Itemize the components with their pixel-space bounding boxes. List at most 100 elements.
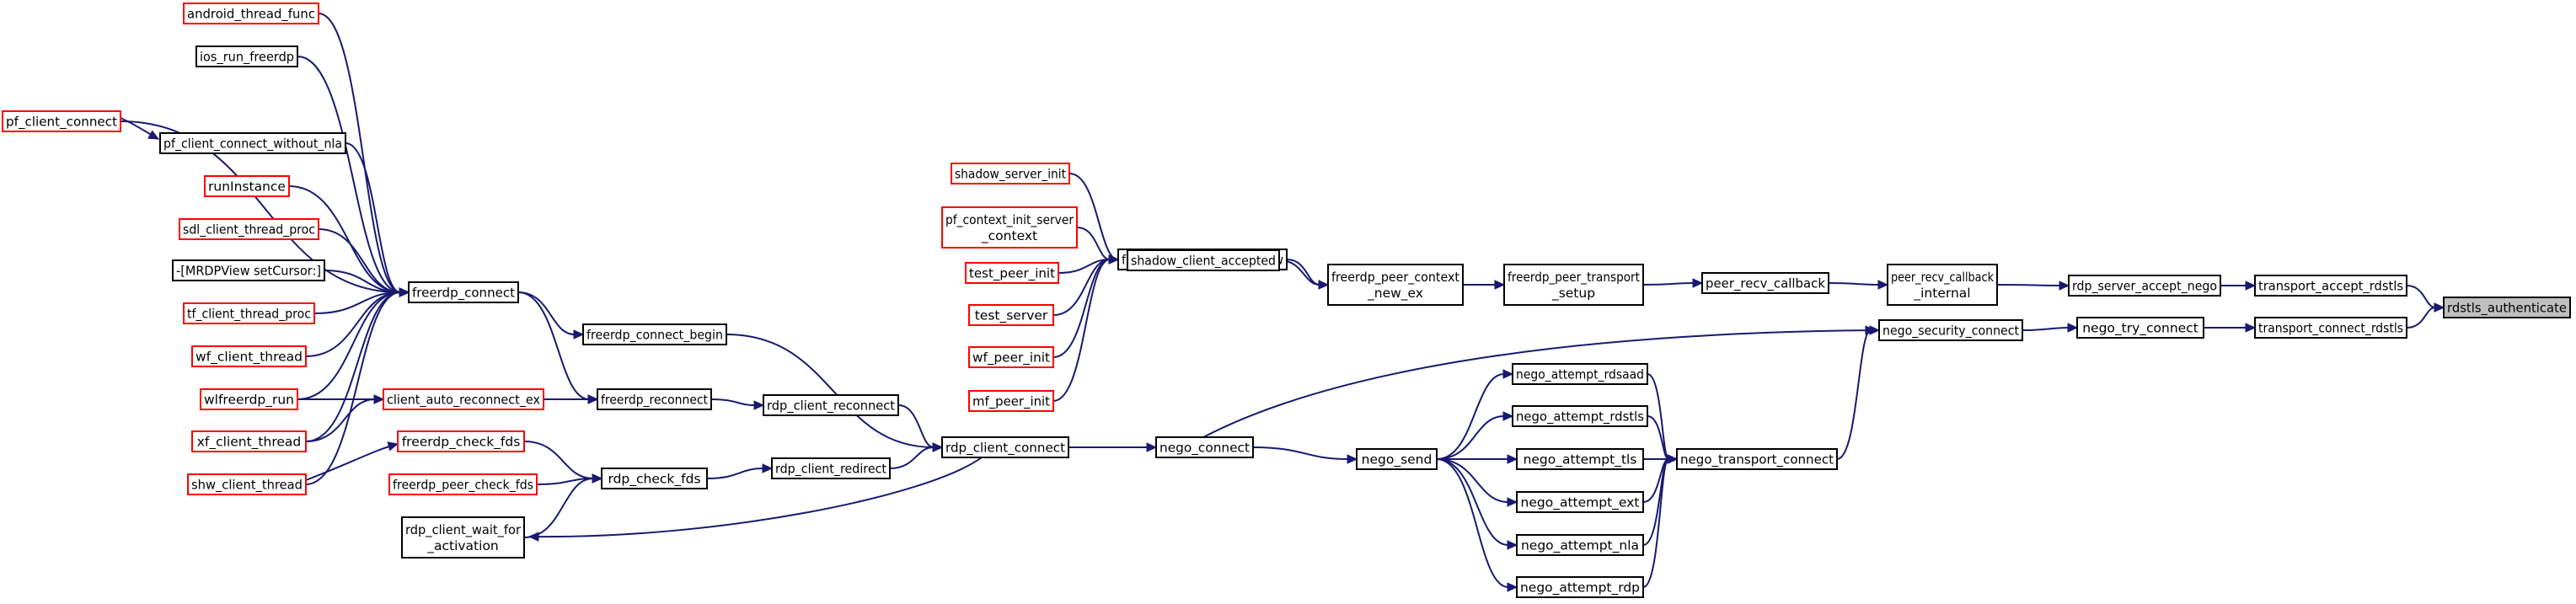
arrowhead [2434, 302, 2445, 313]
node-rdp-server-accept-nego[interactable]: rdp_server_accept_nego [2068, 275, 2221, 297]
node-box [1155, 436, 1254, 458]
node-box [1512, 405, 1648, 427]
node-box [582, 323, 727, 345]
node-box [1356, 448, 1438, 470]
node-freerdp-reconnect[interactable]: freerdp_reconnect [597, 388, 712, 410]
edge-nego_try_connect-to-transport_connect_rdstls [2204, 323, 2257, 333]
arrowhead [1502, 411, 1514, 421]
node-box [172, 259, 325, 281]
node-rdp-check-fds[interactable]: rdp_check_fds [601, 468, 708, 489]
node-label: nego_attempt_nla [1521, 538, 1639, 554]
node-freerdp-connect[interactable]: freerdp_connect [408, 281, 519, 303]
edge-nego_send-to-nego_attempt_nla [1436, 458, 1518, 550]
node-rdp-client-redirect[interactable]: rdp_client_redirect [771, 457, 891, 479]
node-label: _context [981, 228, 1037, 244]
node-mf-peer-init[interactable]: mf_peer_init [968, 390, 1054, 412]
arrowhead [1507, 582, 1518, 592]
node-box [2, 110, 121, 132]
node-runinstance[interactable]: runInstance [204, 175, 290, 197]
node-label: transport_connect_rdstls [2258, 321, 2403, 337]
edge-nego_security_connect-to-nego_try_connect [2022, 323, 2079, 333]
node-client-auto-reconnect-ex[interactable]: client_auto_reconnect_ex [383, 388, 544, 410]
edge-nego_attempt_rdp-to-nego_transport_connect [1642, 454, 1679, 588]
node-shadow-client-accepted[interactable]: shadow_client_accepted [1127, 249, 1280, 271]
node-label: mf_peer_init [972, 394, 1050, 410]
node-freerdp-peer-check-fds[interactable]: freerdp_peer_check_fds [388, 473, 538, 495]
node-shw-client-thread[interactable]: shw_client_thread [187, 473, 307, 495]
node-box [763, 394, 899, 416]
node-wf-client-thread[interactable]: wf_client_thread [191, 345, 307, 367]
node-label: test_server [975, 308, 1048, 324]
arrowhead [573, 329, 585, 339]
node-transport-connect-rdstls[interactable]: transport_connect_rdstls [2254, 317, 2407, 339]
node-nego-attempt-rdp[interactable]: nego_attempt_rdp [1516, 576, 1644, 598]
node-pf-client-connect-without-nla[interactable]: pf_client_connect_without_nla [159, 132, 346, 154]
node-label: freerdp_connect [412, 286, 515, 302]
node-sdl-client-thread-proc[interactable]: sdl_client_thread_proc [179, 218, 319, 240]
arrowhead [147, 130, 160, 140]
node-nego-attempt-ext[interactable]: nego_attempt_ext [1516, 491, 1644, 513]
node-transport-accept-rdstls[interactable]: transport_accept_rdstls [2254, 275, 2407, 297]
node-tf-client-thread-proc[interactable]: tf_client_thread_proc [183, 302, 315, 324]
node-nego-try-connect[interactable]: nego_try_connect [2076, 317, 2204, 339]
node-label: pf_client_connect [6, 115, 117, 131]
node-nego-attempt-nla[interactable]: nego_attempt_nla [1516, 534, 1644, 556]
node-label: nego_attempt_rdstls [1516, 409, 1644, 425]
node-peer-recv-callback-internal[interactable]: peer_recv_callback_internal [1887, 264, 1998, 306]
node-rdp-client-wait-for-activation[interactable]: rdp_client_wait_for_activation [401, 516, 525, 559]
node-pf-client-connect[interactable]: pf_client_connect [2, 110, 121, 132]
node-label: _setup [1551, 286, 1595, 302]
node-freerdp-peer-transport-setup[interactable]: freerdp_peer_transport_setup [1503, 264, 1644, 306]
arrowhead [753, 400, 765, 410]
edge-nego_send-to-nego_attempt_rdsaad [1436, 369, 1514, 460]
arrowhead [399, 287, 410, 297]
arrowhead [2067, 323, 2079, 333]
node-rdp-client-reconnect[interactable]: rdp_client_reconnect [763, 394, 899, 416]
node-label: nego_security_connect [1882, 323, 2019, 339]
node-wlfreerdp-run[interactable]: wlfreerdp_run [200, 388, 298, 410]
edge-nego_send-to-nego_attempt_ext [1436, 458, 1518, 507]
node-box [179, 218, 319, 240]
node-nego-connect[interactable]: nego_connect [1155, 436, 1254, 458]
node-nego-send[interactable]: nego_send [1356, 448, 1438, 470]
edge-transport_connect_rdstls-to-rdstls_authenticate [2406, 302, 2445, 329]
node-android-thread-func[interactable]: android_thread_func [183, 3, 319, 24]
node-test-peer-init[interactable]: test_peer_init [965, 262, 1059, 284]
node-nego-transport-connect[interactable]: nego_transport_connect [1676, 448, 1838, 470]
node-label: pf_client_connect_without_nla [163, 136, 342, 152]
node-nego-security-connect[interactable]: nego_security_connect [1878, 319, 2023, 341]
node-freerdp-connect-begin[interactable]: freerdp_connect_begin [582, 323, 727, 345]
edges-layer [120, 13, 2445, 592]
node-freerdp-peer-context-new-ex[interactable]: freerdp_peer_context_new_ex [1327, 264, 1464, 306]
node-rdstls-authenticate[interactable]: rdstls_authenticate [2443, 297, 2571, 318]
node-box [1327, 264, 1464, 306]
node-ios-run-freerdp[interactable]: ios_run_freerdp [195, 45, 298, 67]
node-box [191, 345, 307, 367]
node-label: sdl_client_thread_proc [183, 222, 315, 238]
node-freerdp-check-fds[interactable]: freerdp_check_fds [397, 430, 525, 452]
node-wf-peer-init[interactable]: wf_peer_init [968, 346, 1054, 368]
edge-nego_send-to-nego_attempt_rdp [1436, 458, 1518, 592]
node-test-server[interactable]: test_server [968, 304, 1054, 326]
node-box [183, 302, 315, 324]
node-label: _new_ex [1367, 286, 1423, 302]
node-box [1676, 448, 1838, 470]
edge-freerdp_peer_context_new_ex-to-freerdp_peer_transport_setup [1462, 280, 1506, 290]
node-box [200, 388, 298, 410]
node-rdp-client-connect[interactable]: rdp_client_connect [941, 436, 1069, 458]
node-mrdpview-setcursor[interactable]: -[MRDPView setCursor:] [172, 259, 325, 281]
node-label: freerdp_peer_check_fds [393, 478, 533, 494]
node-box [383, 388, 544, 410]
node-box [951, 163, 1070, 184]
node-nego-attempt-tls[interactable]: nego_attempt_tls [1516, 448, 1644, 470]
node-xf-client-thread[interactable]: xf_client_thread [191, 430, 307, 452]
node-shadow-server-init[interactable]: shadow_server_init [951, 163, 1070, 184]
node-label: peer_recv_callback [1706, 276, 1825, 292]
node-peer-recv-callback[interactable]: peer_recv_callback [1701, 272, 1829, 294]
node-nego-attempt-rdstls[interactable]: nego_attempt_rdstls [1512, 405, 1648, 427]
edge-mf_peer_init-to-freerdp_peer_context_new [1052, 254, 1120, 402]
arrowhead [1507, 454, 1518, 464]
node-nego-attempt-rdsaad[interactable]: nego_attempt_rdsaad [1512, 363, 1648, 385]
node-pf-context-init-server-context[interactable]: pf_context_init_server_context [941, 206, 1078, 249]
node-label: android_thread_func [187, 7, 315, 23]
